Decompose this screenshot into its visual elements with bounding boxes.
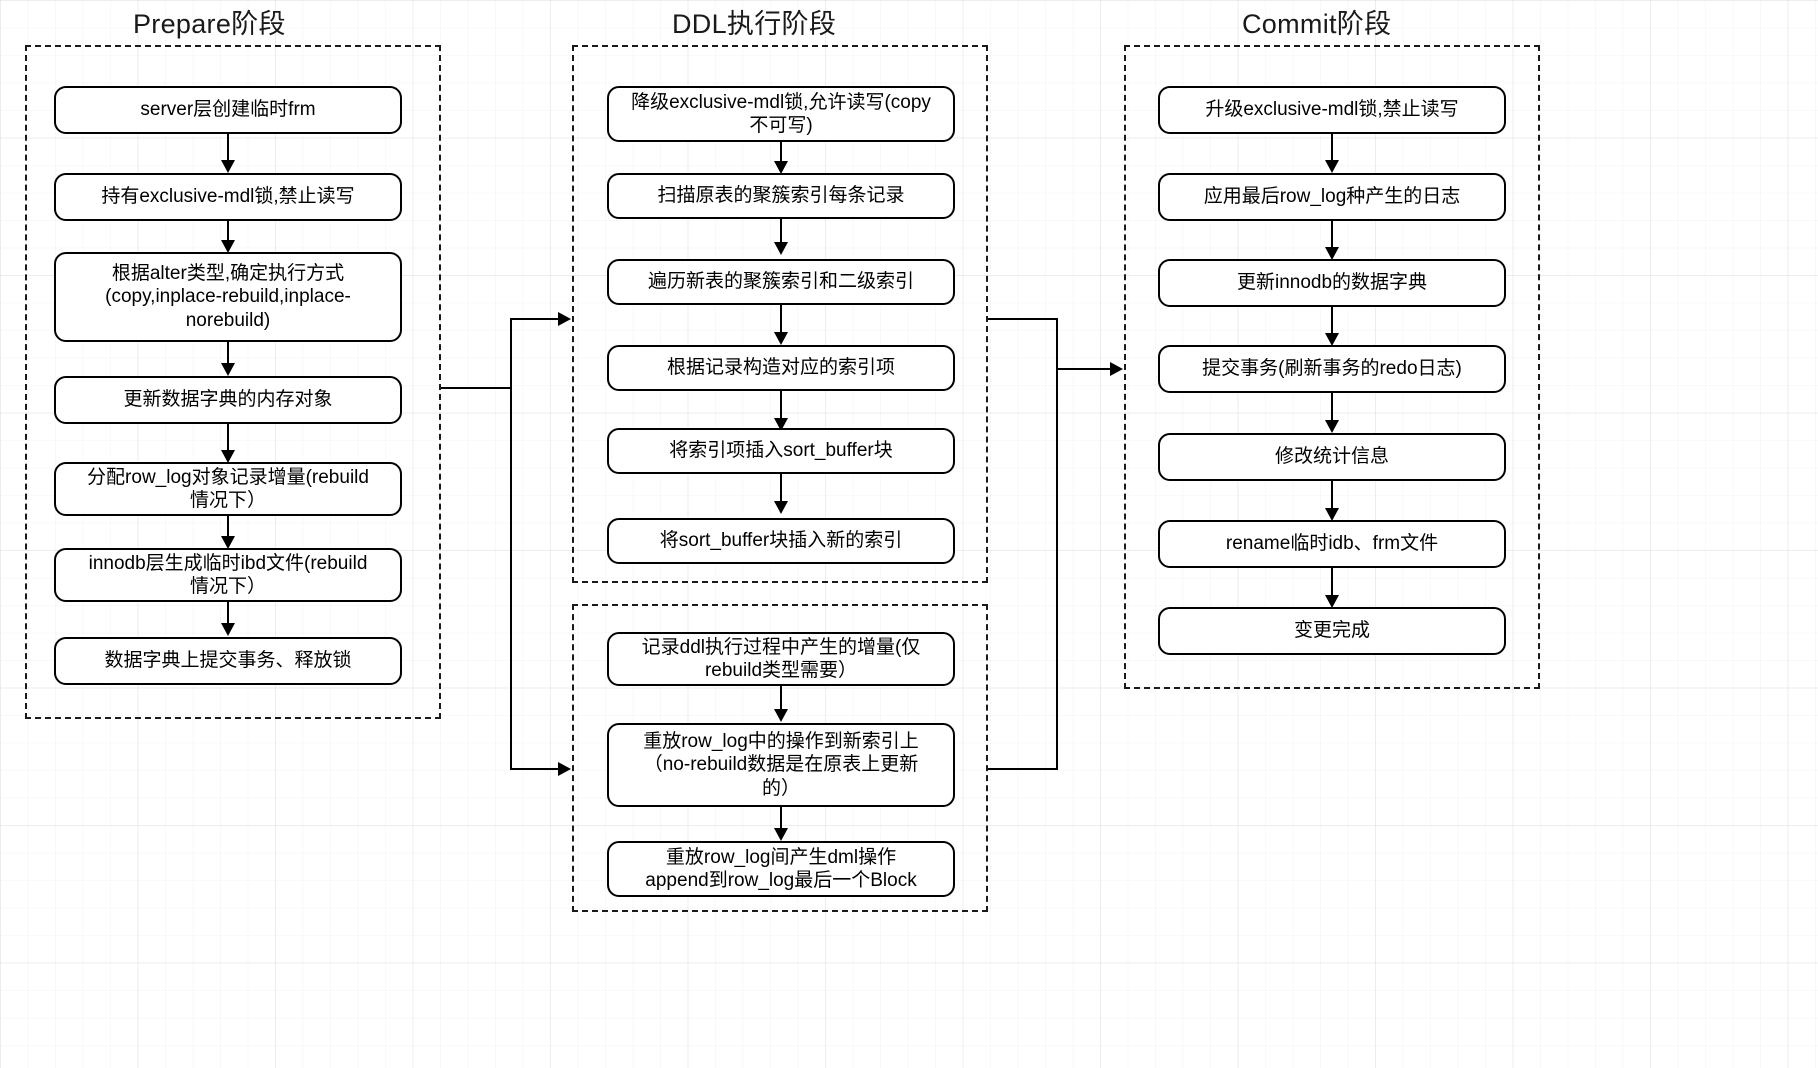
connector-ddl-to-commit-v	[1056, 318, 1059, 770]
connector-ddl-lower-exit	[988, 768, 1058, 771]
arrowhead-commit-1-2	[1324, 160, 1339, 173]
arrowhead-ddl-lower-2-3	[773, 828, 788, 841]
phase-container-ddl-lower	[572, 604, 988, 912]
connector-prepare-5-6	[227, 516, 230, 545]
node-commit-4[interactable]: 提交事务(刷新事务的redo日志)	[1158, 345, 1506, 393]
phase-container-prepare	[25, 45, 441, 719]
node-commit-2[interactable]: 应用最后row_log种产生的日志	[1158, 173, 1506, 221]
node-ddl-lower-2[interactable]: 重放row_log中的操作到新索引上 （no-rebuild数据是在原表上更新 …	[607, 723, 955, 807]
arrowhead-commit-3-4	[1324, 333, 1339, 346]
arrowhead-ddl-upper-entry	[558, 311, 571, 326]
arrowhead-ddl-lower-1-2	[773, 709, 788, 722]
node-commit-7[interactable]: 变更完成	[1158, 607, 1506, 655]
arrowhead-ddl-lower-entry	[558, 761, 571, 776]
node-ddl-lower-1[interactable]: 记录ddl执行过程中产生的增量(仅 rebuild类型需要）	[607, 632, 955, 686]
connector-ddl-to-commit-h	[1056, 368, 1114, 371]
arrowhead-ddl-3-4	[773, 332, 788, 345]
node-prepare-3[interactable]: 根据alter类型,确定执行方式 (copy,inplace-rebuild,i…	[54, 252, 402, 342]
arrowhead-prepare-1-2	[220, 160, 235, 173]
connector-commit-5-6	[1331, 481, 1334, 518]
arrowhead-commit-6-7	[1324, 595, 1339, 608]
arrowhead-prepare-4-5	[220, 450, 235, 463]
arrowhead-prepare-3-4	[220, 363, 235, 376]
connector-prepare-3-4	[227, 342, 230, 372]
connector-ddl-3-4	[780, 305, 783, 341]
arrowhead-prepare-5-6	[220, 536, 235, 549]
connector-prepare-to-ddl-upper	[510, 318, 562, 321]
node-prepare-5[interactable]: 分配row_log对象记录增量(rebuild 情况下）	[54, 462, 402, 516]
connector-commit-2-3	[1331, 221, 1334, 257]
node-commit-3[interactable]: 更新innodb的数据字典	[1158, 259, 1506, 307]
node-ddl-4[interactable]: 根据记录构造对应的索引项	[607, 345, 955, 391]
phase-title-commit: Commit阶段	[1242, 9, 1392, 39]
arrowhead-prepare-6-7	[220, 623, 235, 636]
connector-commit-3-4	[1331, 307, 1334, 343]
phase-title-ddl: DDL执行阶段	[672, 9, 837, 39]
connector-ddl-lower-2-3	[780, 807, 783, 837]
phase-title-prepare: Prepare阶段	[133, 9, 286, 39]
node-ddl-2[interactable]: 扫描原表的聚簇索引每条记录	[607, 173, 955, 219]
connector-commit-1-2	[1331, 134, 1334, 170]
arrowhead-ddl-5-6	[773, 501, 788, 514]
connector-prepare-1-2	[227, 134, 230, 170]
arrowhead-prepare-2-3	[220, 240, 235, 253]
node-prepare-2[interactable]: 持有exclusive-mdl锁,禁止读写	[54, 173, 402, 221]
node-prepare-6[interactable]: innodb层生成临时ibd文件(rebuild 情况下）	[54, 548, 402, 602]
connector-ddl-4-5	[780, 391, 783, 427]
node-prepare-1[interactable]: server层创建临时frm	[54, 86, 402, 134]
node-prepare-7[interactable]: 数据字典上提交事务、释放锁	[54, 637, 402, 685]
arrowhead-ddl-1-2	[773, 161, 788, 174]
arrowhead-commit-4-5	[1324, 420, 1339, 433]
connector-ddl-lower-1-2	[780, 686, 783, 718]
node-prepare-4[interactable]: 更新数据字典的内存对象	[54, 376, 402, 424]
node-ddl-3[interactable]: 遍历新表的聚簇索引和二级索引	[607, 259, 955, 305]
connector-prepare-2-3	[227, 221, 230, 249]
connector-prepare-to-ddl-lower	[510, 768, 562, 771]
node-commit-6[interactable]: rename临时idb、frm文件	[1158, 520, 1506, 568]
connector-ddl-2-3	[780, 219, 783, 251]
node-ddl-5[interactable]: 将索引项插入sort_buffer块	[607, 428, 955, 474]
arrowhead-commit-entry	[1110, 361, 1123, 376]
connector-ddl-upper-exit	[988, 318, 1058, 321]
node-ddl-6[interactable]: 将sort_buffer块插入新的索引	[607, 518, 955, 564]
connector-prepare-6-7	[227, 602, 230, 632]
connector-ddl-1-2	[780, 142, 783, 170]
arrowhead-commit-5-6	[1324, 508, 1339, 521]
connector-ddl-5-6	[780, 474, 783, 510]
arrowhead-commit-2-3	[1324, 247, 1339, 260]
phase-container-ddl-upper	[572, 45, 988, 583]
connector-commit-6-7	[1331, 568, 1334, 605]
node-commit-5[interactable]: 修改统计信息	[1158, 433, 1506, 481]
arrowhead-ddl-2-3	[773, 242, 788, 255]
node-ddl-1[interactable]: 降级exclusive-mdl锁,允许读写(copy 不可写)	[607, 86, 955, 142]
connector-prepare-to-ddl-v	[510, 318, 513, 770]
node-ddl-lower-3[interactable]: 重放row_log间产生dml操作 append到row_log最后一个Bloc…	[607, 841, 955, 897]
connector-prepare-4-5	[227, 424, 230, 459]
connector-prepare-to-ddl-h1	[441, 387, 512, 390]
connector-commit-4-5	[1331, 393, 1334, 430]
arrowhead-ddl-4-5	[773, 418, 788, 431]
node-commit-1[interactable]: 升级exclusive-mdl锁,禁止读写	[1158, 86, 1506, 134]
phase-container-commit	[1124, 45, 1540, 689]
